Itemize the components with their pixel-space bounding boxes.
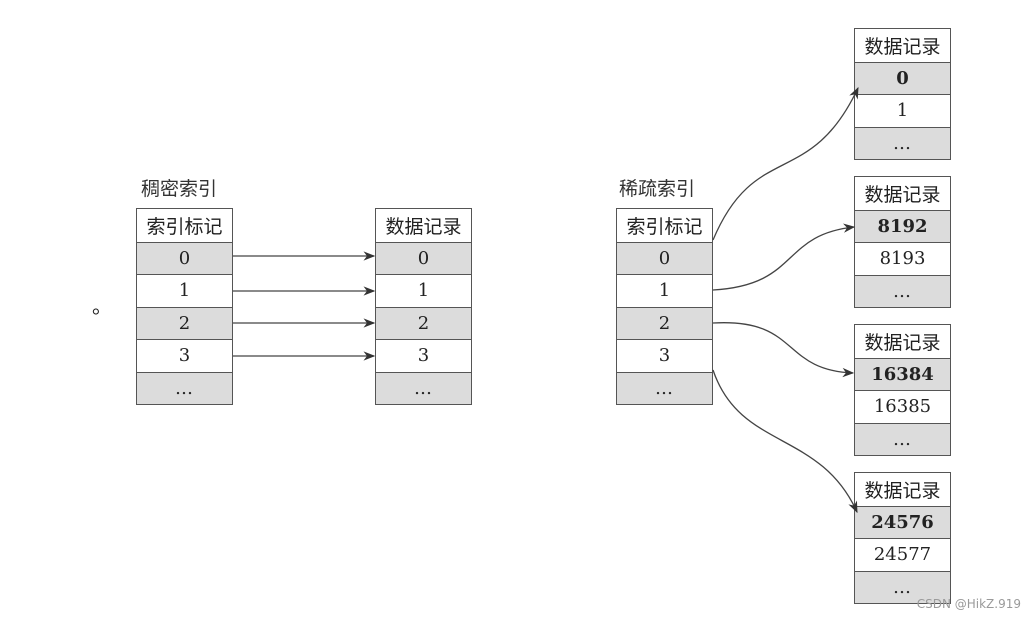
sparse-data-block-row: 24577 bbox=[855, 538, 950, 571]
sparse-data-block-header: 数据记录 bbox=[855, 325, 950, 358]
dense-index-row: 0 bbox=[137, 241, 232, 274]
sparse-data-block-row: … bbox=[855, 422, 950, 455]
dense-index-row: 2 bbox=[137, 306, 232, 339]
sparse-index-row: 2 bbox=[617, 306, 712, 339]
dense-index-row: … bbox=[137, 371, 232, 404]
sparse-data-block-row: 8193 bbox=[855, 242, 950, 275]
dense-index-row: 3 bbox=[137, 339, 232, 372]
sparse-data-block-row: … bbox=[855, 274, 950, 307]
bullet-mark: 。 bbox=[92, 294, 112, 318]
sparse-data-block-row: 0 bbox=[855, 61, 950, 94]
sparse-data-block-row: 16384 bbox=[855, 357, 950, 390]
dense-index-row: 1 bbox=[137, 274, 232, 307]
sparse-data-block-row: … bbox=[855, 126, 950, 159]
sparse-index-row: 0 bbox=[617, 241, 712, 274]
sparse-index-row: 3 bbox=[617, 339, 712, 372]
sparse-data-block-header: 数据记录 bbox=[855, 473, 950, 506]
sparse-data-block-row: 24576 bbox=[855, 505, 950, 538]
sparse-data-block-row: 1 bbox=[855, 94, 950, 127]
dense-data-row: 2 bbox=[376, 306, 471, 339]
sparse-index-row: … bbox=[617, 371, 712, 404]
sparse-arrow-to-block-1 bbox=[712, 86, 859, 241]
sparse-data-block-header: 数据记录 bbox=[855, 29, 950, 62]
dense-data-row: 0 bbox=[376, 241, 471, 274]
dense-data-header: 数据记录 bbox=[376, 209, 471, 242]
watermark: CSDN @HikZ.919 bbox=[916, 597, 1021, 611]
sparse-arrow-to-block-2 bbox=[712, 223, 856, 291]
dense-index-header: 索引标记 bbox=[137, 209, 232, 242]
sparse-data-block-row: … bbox=[855, 570, 950, 603]
dense-data-row: … bbox=[376, 371, 471, 404]
sparse-index-header: 索引标记 bbox=[617, 209, 712, 242]
sparse-data-block-row: 16385 bbox=[855, 390, 950, 423]
sparse-index-row: 1 bbox=[617, 274, 712, 307]
sparse-index-caption: 稀疏索引 bbox=[619, 178, 696, 200]
sparse-arrow-to-block-3 bbox=[712, 322, 855, 378]
sparse-data-block-row: 8192 bbox=[855, 209, 950, 242]
dense-data-row: 1 bbox=[376, 274, 471, 307]
dense-data-row: 3 bbox=[376, 339, 471, 372]
sparse-data-block-header: 数据记录 bbox=[855, 177, 950, 210]
sparse-arrow-to-block-4 bbox=[712, 369, 858, 514]
dense-index-caption: 稠密索引 bbox=[141, 178, 218, 200]
